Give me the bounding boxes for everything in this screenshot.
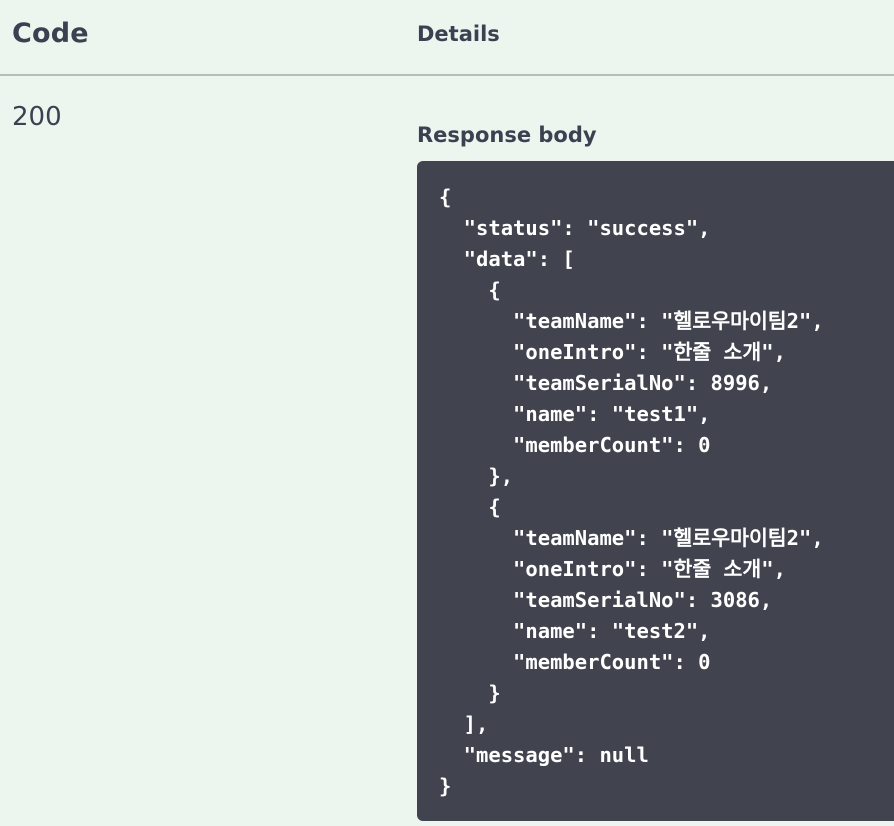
responses-table-header: Code Details	[0, 0, 894, 76]
code-line: "name": "test1",	[439, 402, 711, 426]
code-line: {	[439, 278, 501, 302]
code-line: "message": null	[439, 743, 649, 767]
code-line: "status": "success",	[439, 216, 711, 240]
code-line: "name": "test2",	[439, 619, 711, 643]
response-body-code-block[interactable]: { "status": "success", "data": [ { "team…	[417, 161, 894, 821]
code-line: }	[439, 681, 501, 705]
code-line: }	[439, 774, 452, 798]
column-header-details: Details	[417, 22, 500, 46]
code-line: "teamName": "헬로우마이팀2",	[439, 309, 824, 333]
code-line: "oneIntro": "한줄 소개",	[439, 557, 786, 581]
code-line: {	[439, 185, 452, 209]
code-line: "memberCount": 0	[439, 650, 711, 674]
code-line: "oneIntro": "한줄 소개",	[439, 340, 786, 364]
column-header-code: Code	[12, 18, 89, 49]
code-line: {	[439, 495, 501, 519]
code-line: "data": [	[439, 247, 575, 271]
code-line: ],	[439, 712, 489, 736]
code-line: "teamSerialNo": 3086,	[439, 588, 773, 612]
code-line: "memberCount": 0	[439, 433, 711, 457]
code-line: "teamSerialNo": 8996,	[439, 371, 773, 395]
code-line: "teamName": "헬로우마이팀2",	[439, 526, 824, 550]
code-line: },	[439, 464, 514, 488]
response-status-code: 200	[12, 102, 62, 132]
response-body-title: Response body	[417, 123, 597, 147]
